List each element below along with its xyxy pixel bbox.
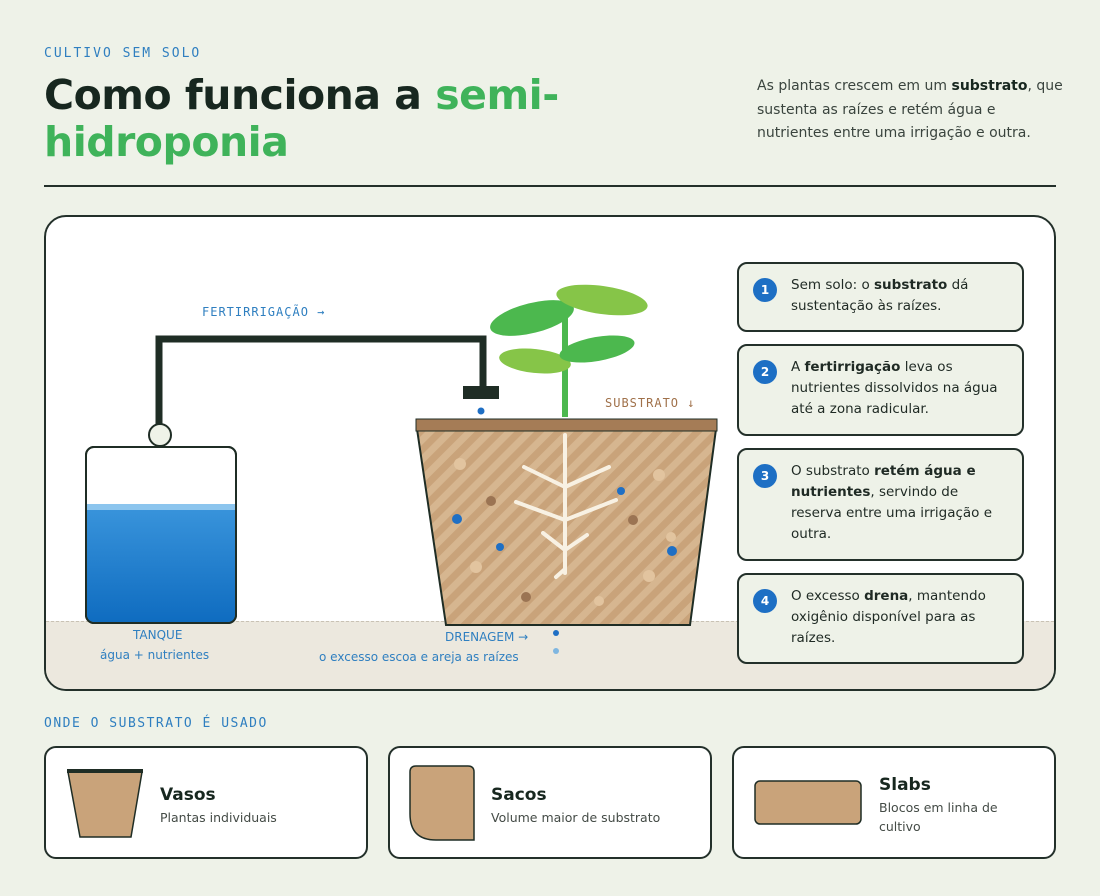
drainage-caption: o excesso escoa e areja as raízes bbox=[319, 650, 519, 664]
title-part1: Como funciona a bbox=[44, 71, 436, 119]
step-card-2: 2 A fertirrigação leva os nutrientes dis… bbox=[737, 344, 1024, 436]
uses-section-label: ONDE O SUBSTRATO É USADO bbox=[44, 716, 268, 731]
use-name: Vasos bbox=[160, 785, 216, 805]
use-desc: Blocos em linha de cultivo bbox=[879, 800, 998, 834]
step-text: A fertirrigação leva os nutrientes disso… bbox=[791, 357, 1013, 420]
step-text-bold: retém água e nutrientes bbox=[791, 463, 976, 500]
intro-text: As plantas crescem em um substrato, que … bbox=[757, 75, 1067, 146]
leaf bbox=[556, 284, 648, 316]
pipe-connector bbox=[148, 423, 172, 447]
page-title: Como funciona a semi-hidroponia bbox=[44, 72, 684, 166]
diagram-illustration bbox=[85, 284, 718, 654]
use-desc: Plantas individuais bbox=[160, 810, 277, 825]
drain-drop bbox=[553, 630, 559, 636]
intro-bold: substrato bbox=[951, 78, 1028, 94]
use-card-slabs: Slabs Blocos em linha de cultivo bbox=[732, 746, 1056, 859]
bag-icon bbox=[409, 765, 475, 841]
step-text-after: , servindo de reserva entre uma irrigaçã… bbox=[791, 484, 993, 542]
intro-after: , que sustenta as raízes e retém água e … bbox=[757, 78, 1063, 141]
fertirrigation-label: FERTIRRIGAÇÃO → bbox=[202, 305, 326, 319]
step-text-bold: fertirrigação bbox=[804, 359, 901, 375]
leaf bbox=[559, 335, 635, 363]
header-divider bbox=[44, 185, 1056, 187]
eyebrow: CULTIVO SEM SOLO bbox=[44, 46, 202, 61]
step-number-badge: 1 bbox=[753, 278, 777, 302]
step-text-before: A bbox=[791, 359, 805, 375]
plant-roots bbox=[514, 433, 618, 579]
step-text-after: , mantendo oxigênio disponível para as r… bbox=[791, 588, 986, 646]
step-text: Sem solo: o substrato dá sustentação às … bbox=[791, 275, 1013, 317]
use-card-vasos: Vasos Plantas individuais bbox=[44, 746, 368, 859]
use-desc: Volume maior de substrato bbox=[491, 810, 661, 825]
step-text: O substrato retém água e nutrientes, ser… bbox=[791, 461, 1013, 545]
water-tank bbox=[85, 446, 237, 624]
slab-icon bbox=[754, 780, 862, 825]
step-number-badge: 2 bbox=[753, 360, 777, 384]
step-text-before: Sem solo: o bbox=[791, 277, 875, 293]
step-text: O excesso drena, mantendo oxigênio dispo… bbox=[791, 586, 1013, 649]
diagram-card: FERTIRRIGAÇÃO → SUBSTRATO ↓ TANQUE água … bbox=[44, 215, 1056, 691]
title-accent: semi- bbox=[435, 71, 559, 119]
drainage-title: DRENAGEM → bbox=[445, 630, 529, 644]
tank-caption: água + nutrientes bbox=[100, 648, 210, 662]
intro-before: As plantas crescem em um bbox=[757, 78, 952, 94]
step-number-badge: 4 bbox=[753, 589, 777, 613]
leaf bbox=[499, 348, 571, 374]
use-card-sacos: Sacos Volume maior de substrato bbox=[388, 746, 712, 859]
step-card-3: 3 O substrato retém água e nutrientes, s… bbox=[737, 448, 1024, 561]
step-text-before: O excesso bbox=[791, 588, 865, 604]
step-text-after: dá sustentação às raízes. bbox=[791, 277, 969, 314]
tank-title: TANQUE bbox=[133, 628, 183, 642]
step-text-bold: drena bbox=[864, 588, 909, 604]
step-card-4: 4 O excesso drena, mantendo oxigênio dis… bbox=[737, 573, 1024, 664]
substrate-label: SUBSTRATO ↓ bbox=[605, 396, 696, 410]
step-number-badge: 3 bbox=[753, 464, 777, 488]
drip-drop bbox=[477, 407, 485, 415]
title-part2: hidroponia bbox=[44, 118, 289, 166]
step-card-1: 1 Sem solo: o substrato dá sustentação à… bbox=[737, 262, 1024, 332]
drain-drop bbox=[553, 648, 559, 654]
use-name: Slabs bbox=[879, 775, 931, 795]
step-text-before: O substrato bbox=[791, 463, 875, 479]
pot-icon bbox=[67, 769, 143, 838]
leaf bbox=[490, 300, 574, 336]
step-text-bold: substrato bbox=[874, 277, 948, 293]
use-name: Sacos bbox=[491, 785, 547, 805]
plant bbox=[490, 284, 648, 417]
dripper-icon bbox=[463, 386, 499, 399]
step-text-after: leva os nutrientes dissolvidos na água a… bbox=[791, 359, 998, 417]
